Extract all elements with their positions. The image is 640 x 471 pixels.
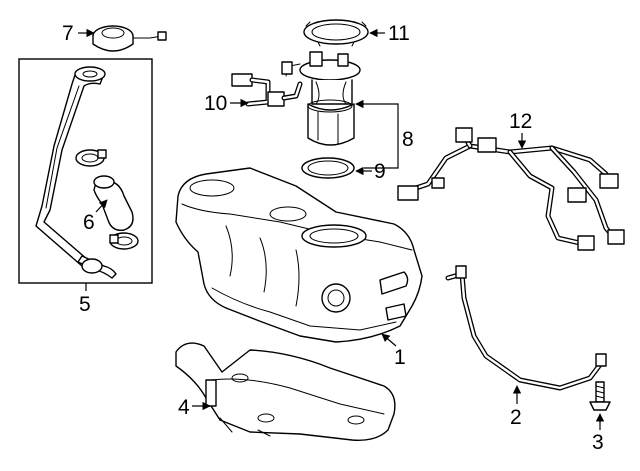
callout-4: 4 [178,396,211,419]
callout-3: 3 [592,413,605,454]
wiring-harness-part [397,127,625,251]
callout-4-label: 4 [178,396,190,419]
sender-harness-part [231,73,303,107]
fuel-cap-part [92,25,167,52]
callout-11-label: 11 [388,22,410,45]
callout-6-label: 6 [83,211,95,234]
heat-shield-part [175,342,396,441]
fuel-line-part [445,265,607,391]
bolt-part [589,381,611,411]
callout-2: 2 [510,385,522,429]
callout-3-label: 3 [592,431,604,454]
callout-1-label: 1 [394,346,406,369]
callout-7: 7 [62,22,95,45]
callout-10: 10 [204,92,249,115]
callout-8: 8 [355,99,414,169]
fuel-pump-module-part [281,51,361,146]
callout-10-label: 10 [204,92,227,115]
fuel-tank-part [175,167,423,343]
pump-seal-part [301,157,355,179]
callout-12: 12 [509,110,532,149]
callout-7-label: 7 [62,22,74,45]
callout-12-label: 12 [509,110,532,133]
callout-2-label: 2 [510,406,522,429]
callout-1: 1 [381,333,406,369]
callout-5-label: 5 [79,293,91,316]
callout-11: 11 [369,22,410,45]
lock-ring-part [303,19,369,47]
callout-5: 5 [79,283,91,316]
callout-6: 6 [83,199,108,234]
filler-pipe-kit-box [18,58,153,284]
callout-9-label: 9 [374,160,386,183]
callout-8-label: 8 [402,128,414,151]
callout-9: 9 [355,160,386,183]
